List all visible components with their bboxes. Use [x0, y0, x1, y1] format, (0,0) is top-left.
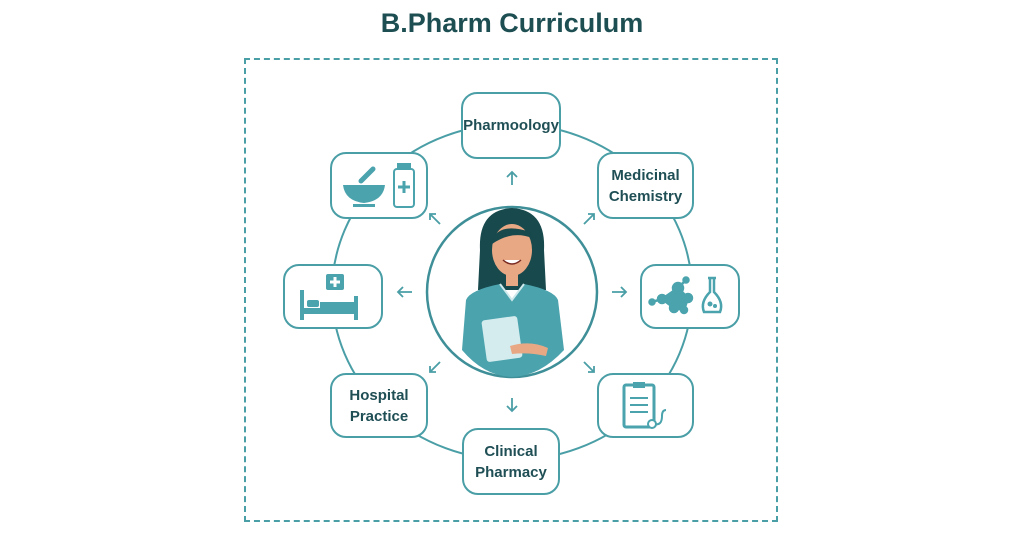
pharmacist-illustration — [462, 208, 564, 377]
arrow-left-icon — [396, 286, 412, 298]
node-label: Pharmoology — [463, 117, 559, 134]
arrow-downright-icon — [583, 361, 595, 373]
arrow-downleft-icon — [429, 361, 441, 373]
mortar-pestle-bottle-icon — [343, 162, 415, 208]
node-mortar-bottle — [330, 152, 428, 219]
clipboard-stethoscope-icon — [622, 381, 666, 429]
node-clipboard — [597, 373, 694, 438]
node-label: Hospital — [349, 386, 409, 404]
direction-arrows — [396, 170, 628, 413]
dashed-frame — [244, 58, 778, 522]
hospital-bed-icon — [300, 273, 358, 320]
node-hospital-bed — [283, 264, 383, 329]
node-label: Clinical — [484, 442, 538, 460]
arrow-down-icon — [506, 398, 518, 413]
node-label: Medicinal — [611, 166, 680, 184]
page-title: B.Pharm Curriculum — [380, 8, 644, 38]
arrow-upleft-icon — [429, 213, 441, 225]
arrow-right-icon — [612, 286, 628, 298]
node-label: Pharmacy — [475, 463, 547, 481]
arrow-upright-icon — [583, 213, 595, 225]
arrow-up-icon — [506, 170, 518, 185]
node-label: Practice — [349, 407, 409, 425]
node-molecule-flask — [640, 264, 740, 329]
molecule-flask-icon — [648, 275, 723, 314]
node-label: Chemistry — [608, 187, 683, 205]
node-pharmacology: Pharmoology — [461, 92, 561, 159]
